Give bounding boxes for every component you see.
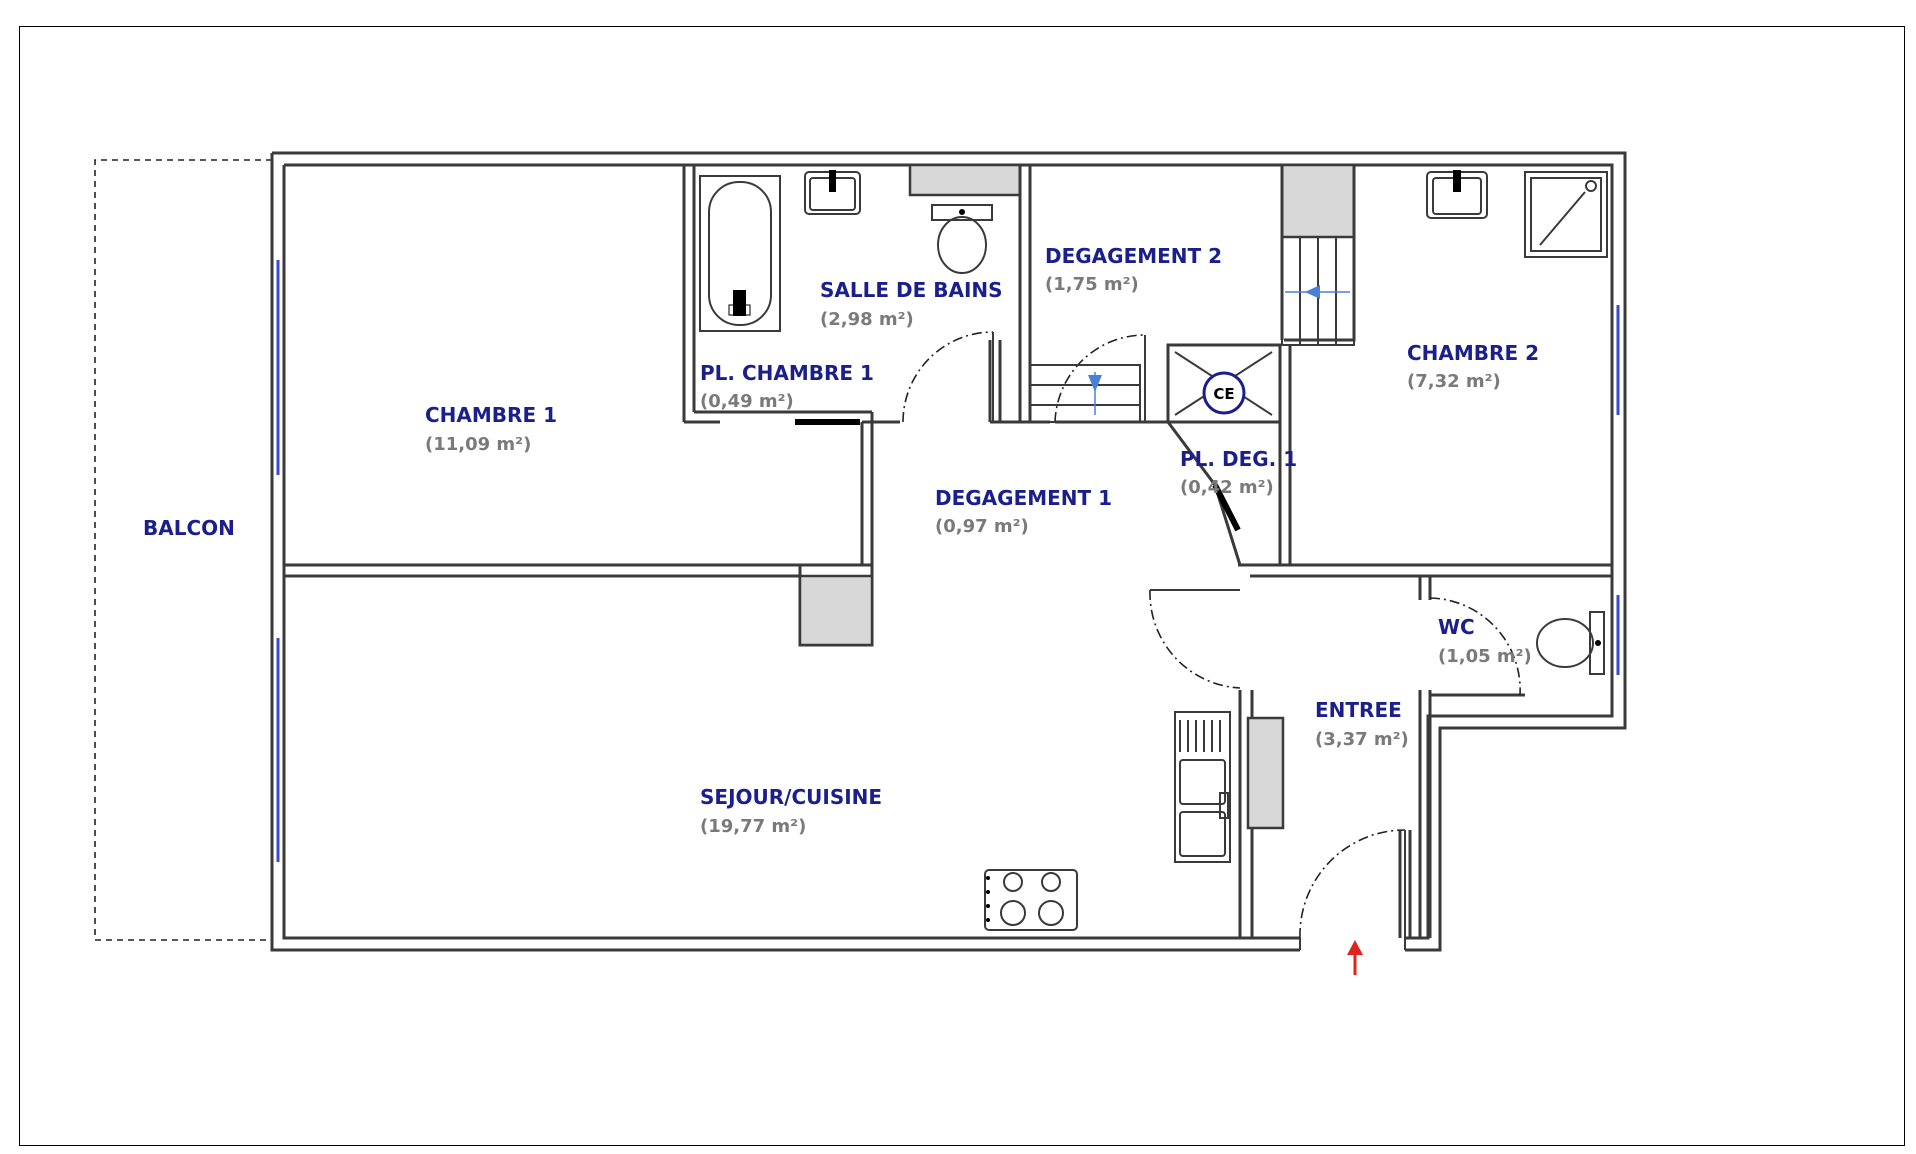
counter-icon: [1246, 716, 1285, 830]
sink-chambre2-icon: [1426, 170, 1488, 219]
room-balcon: BALCON: [143, 516, 235, 540]
room-area: (0,42 m²): [1180, 477, 1274, 498]
stairs-chambre2: [1281, 236, 1355, 346]
room-name: PL. CHAMBRE 1: [700, 361, 874, 385]
room-name: PL. DEG. 1: [1180, 447, 1297, 471]
bathtub-icon: [699, 175, 781, 332]
toilet-wc-icon: [1536, 611, 1605, 675]
room-pl-chambre1: PL. CHAMBRE 1 (0,49 m²): [700, 361, 874, 412]
room-name: CHAMBRE 2: [1407, 341, 1539, 365]
room-name: SEJOUR/CUISINE: [700, 785, 882, 809]
room-area: (3,37 m²): [1315, 729, 1409, 750]
entry-arrow-icon: [1347, 940, 1363, 975]
windows: [276, 260, 1620, 862]
room-degagement1: DEGAGEMENT 1 (0,97 m²): [935, 486, 1112, 537]
room-chambre2: CHAMBRE 2 (7,32 m²): [1407, 341, 1539, 392]
room-area: (11,09 m²): [425, 434, 531, 455]
room-name: CHAMBRE 1: [425, 403, 557, 427]
room-pl-deg1: PL. DEG. 1 (0,42 m²): [1180, 447, 1297, 498]
exterior-walls: [270, 151, 1627, 952]
room-degagement2: DEGAGEMENT 2 (1,75 m²): [1045, 244, 1222, 295]
room-name: DEGAGEMENT 2: [1045, 244, 1222, 268]
room-name: SALLE DE BAINS: [820, 278, 1003, 302]
balcony-outline: [94, 159, 272, 941]
room-area: (19,77 m²): [700, 816, 806, 837]
room-entree: ENTREE (3,37 m²): [1315, 698, 1409, 750]
room-name: DEGAGEMENT 1: [935, 486, 1112, 510]
room-sejour: SEJOUR/CUISINE (19,77 m²): [700, 785, 882, 837]
room-salle-de-bains: SALLE DE BAINS (2,98 m²): [820, 278, 1003, 330]
stairs-deg2: [1029, 364, 1141, 423]
shower-icon: [1524, 171, 1608, 258]
room-area: (1,75 m²): [1045, 274, 1139, 295]
water-heater-label: CE: [1213, 385, 1234, 403]
room-chambre1: CHAMBRE 1 (11,09 m²): [425, 403, 557, 455]
room-name: ENTREE: [1315, 698, 1402, 722]
room-area: (2,98 m²): [820, 309, 914, 330]
room-area: (1,05 m²): [1438, 646, 1532, 667]
room-name: BALCON: [143, 516, 235, 540]
cooktop-icon: [984, 869, 1078, 931]
kitchen-sink-icon: [1174, 711, 1231, 863]
room-name: WC: [1438, 615, 1475, 639]
room-area: (0,97 m²): [935, 516, 1029, 537]
water-heater-icon: CE: [1174, 351, 1273, 416]
room-area: (0,49 m²): [700, 391, 794, 412]
room-area: (7,32 m²): [1407, 371, 1501, 392]
sink-sdb-icon: [804, 170, 861, 215]
room-wc: WC (1,05 m²): [1438, 615, 1532, 667]
toilet-sdb-icon: [931, 204, 993, 274]
doors: [902, 331, 1521, 939]
plan-frame: [19, 26, 1905, 1146]
